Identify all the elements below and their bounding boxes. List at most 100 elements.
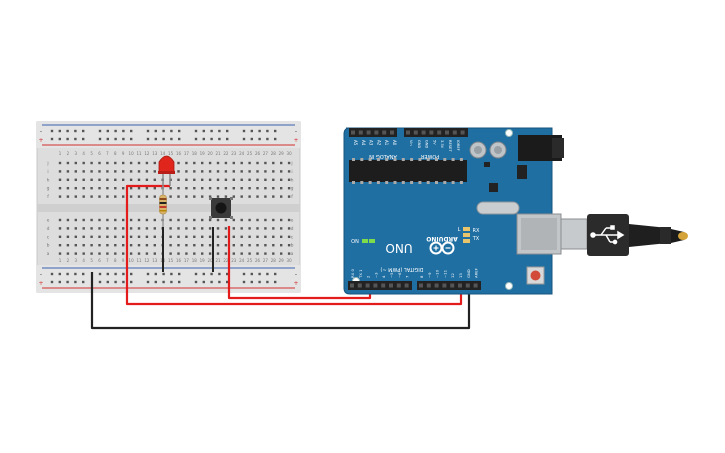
terminal-hole[interactable] [216,187,220,190]
header-socket[interactable] [365,283,370,288]
rail-hole[interactable] [154,137,157,141]
terminal-hole[interactable] [58,244,62,247]
wires[interactable] [90,184,471,330]
digital-header-high[interactable] [417,281,481,290]
terminal-hole[interactable] [122,178,125,181]
terminal-hole[interactable] [114,195,117,198]
rail-hole[interactable] [210,272,213,276]
rail-hole[interactable] [98,280,102,284]
terminal-hole[interactable] [122,170,125,173]
terminal-hole[interactable] [216,178,220,181]
terminal-hole[interactable] [287,252,291,255]
terminal-hole[interactable] [216,218,220,222]
terminal-hole[interactable] [153,244,156,247]
usb-cable[interactable] [560,214,688,256]
header-socket[interactable] [437,130,442,135]
header-socket[interactable] [390,130,394,135]
terminal-hole[interactable] [82,170,85,173]
terminal-hole[interactable] [256,187,259,190]
terminal-hole[interactable] [280,252,283,255]
terminal-hole[interactable] [248,195,251,198]
terminal-hole[interactable] [248,170,251,173]
terminal-hole[interactable] [264,218,267,222]
terminal-hole[interactable] [264,178,267,181]
header-socket[interactable] [419,283,423,288]
rail-hole[interactable] [170,137,173,141]
header-socket[interactable] [358,130,363,135]
terminal-hole[interactable] [106,235,109,238]
terminal-hole[interactable] [224,187,228,190]
terminal-hole[interactable] [82,235,85,238]
terminal-hole[interactable] [98,235,101,238]
terminal-hole[interactable] [272,170,275,173]
rail-hole[interactable] [50,129,54,133]
terminal-hole[interactable] [248,252,251,255]
terminal-hole[interactable] [58,227,62,230]
terminal-hole[interactable] [208,227,212,230]
terminal-hole[interactable] [169,244,172,247]
rail-hole[interactable] [114,280,117,284]
terminal-hole[interactable] [153,218,156,222]
terminal-hole[interactable] [185,178,188,181]
rail-hole[interactable] [58,129,61,133]
terminal-hole[interactable] [193,227,196,230]
terminal-hole[interactable] [193,218,196,222]
terminal-hole[interactable] [90,178,93,181]
rail-hole[interactable] [66,137,69,141]
terminal-hole[interactable] [185,235,188,238]
rail-hole[interactable] [274,272,277,276]
rail-hole[interactable] [258,137,261,141]
terminal-hole[interactable] [193,252,196,255]
rail-hole[interactable] [194,129,198,133]
rail-hole[interactable] [194,280,198,284]
terminal-hole[interactable] [287,227,291,230]
terminal-hole[interactable] [248,187,251,190]
terminal-hole[interactable] [106,227,109,230]
rail-hole[interactable] [162,129,165,133]
terminal-hole[interactable] [185,227,188,230]
rail-hole[interactable] [202,272,205,276]
terminal-hole[interactable] [114,161,117,165]
terminal-hole[interactable] [129,252,133,255]
terminal-hole[interactable] [90,170,93,173]
terminal-hole[interactable] [272,244,275,247]
rail-hole[interactable] [250,137,253,141]
terminal-hole[interactable] [256,161,259,165]
terminal-hole[interactable] [224,252,228,255]
analog-header[interactable] [349,128,397,137]
terminal-hole[interactable] [193,195,196,198]
terminal-hole[interactable] [169,187,172,190]
terminal-hole[interactable] [98,161,101,165]
terminal-hole[interactable] [137,161,141,165]
terminal-hole[interactable] [256,244,259,247]
terminal-hole[interactable] [114,252,117,255]
terminal-hole[interactable] [137,170,141,173]
rail-hole[interactable] [170,280,173,284]
terminal-hole[interactable] [232,235,235,238]
terminal-hole[interactable] [122,252,125,255]
terminal-hole[interactable] [240,218,243,222]
terminal-hole[interactable] [280,178,283,181]
terminal-hole[interactable] [232,170,235,173]
terminal-hole[interactable] [82,252,85,255]
terminal-hole[interactable] [201,244,204,247]
terminal-hole[interactable] [224,244,228,247]
terminal-hole[interactable] [145,170,149,173]
rail-hole[interactable] [242,280,246,284]
terminal-hole[interactable] [201,235,204,238]
terminal-hole[interactable] [248,235,251,238]
terminal-hole[interactable] [272,218,275,222]
terminal-hole[interactable] [185,170,188,173]
terminal-hole[interactable] [232,227,235,230]
terminal-hole[interactable] [58,252,62,255]
rail-hole[interactable] [130,280,133,284]
header-socket[interactable] [421,130,426,135]
terminal-hole[interactable] [177,235,180,238]
terminal-hole[interactable] [90,195,93,198]
terminal-hole[interactable] [98,170,101,173]
terminal-hole[interactable] [272,227,275,230]
terminal-hole[interactable] [129,161,133,165]
terminal-hole[interactable] [216,252,220,255]
terminal-hole[interactable] [114,218,117,222]
